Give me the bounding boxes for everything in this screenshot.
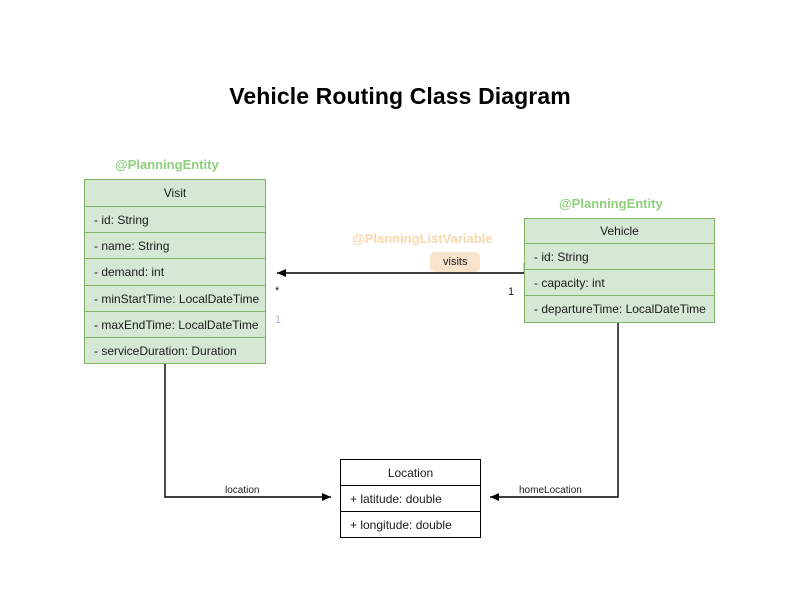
edge-label-visits: visits	[430, 252, 481, 272]
class-attr-visit-demand: - demand: int	[85, 259, 265, 286]
class-attr-location-latitude: + latitude: double	[341, 486, 480, 512]
class-box-visit[interactable]: Visit - id: String - name: String - dema…	[84, 179, 266, 364]
multiplicity-vehicle-one: 1	[508, 286, 515, 298]
class-box-vehicle[interactable]: Vehicle - id: String - capacity: int - d…	[524, 218, 715, 323]
edge-visit-location	[164, 364, 331, 501]
class-attr-vehicle-capacity: - capacity: int	[525, 270, 714, 296]
class-name-location: Location	[341, 460, 480, 486]
class-name-visit: Visit	[85, 180, 265, 207]
stereotype-visit: @PlanningEntity	[115, 157, 219, 172]
edge-vehicle-visits-visit	[277, 263, 526, 277]
page-title: Vehicle Routing Class Diagram	[229, 83, 571, 109]
multiplicity-visit-one: 1	[275, 314, 282, 326]
class-attr-visit-name: - name: String	[85, 233, 265, 259]
class-attr-location-longitude: + longitude: double	[341, 512, 480, 538]
edge-label-home-location: homeLocation	[519, 485, 582, 496]
class-attr-visit-service-duration: - serviceDuration: Duration	[94, 344, 237, 358]
class-box-location[interactable]: Location + latitude: double + longitude:…	[340, 459, 481, 538]
class-attr-visit-id: - id: String	[85, 207, 265, 233]
multiplicity-visit-star: *	[275, 285, 280, 297]
stereotype-vehicle: @PlanningEntity	[559, 196, 663, 211]
class-attr-vehicle-id: - id: String	[525, 244, 714, 270]
stereotype-planning-list-variable: @PlanningListVariable	[352, 231, 493, 246]
class-attr-visit-max-end-time: - maxEndTime: LocalDateTime	[85, 312, 265, 338]
class-attr-visit-min-start-time: - minStartTime: LocalDateTime	[85, 286, 265, 312]
class-attr-vehicle-departure-time: - departureTime: LocalDateTime	[534, 302, 706, 316]
edge-label-location: location	[225, 485, 260, 496]
class-name-vehicle: Vehicle	[525, 219, 714, 244]
edge-vehicle-home-location	[490, 322, 619, 501]
